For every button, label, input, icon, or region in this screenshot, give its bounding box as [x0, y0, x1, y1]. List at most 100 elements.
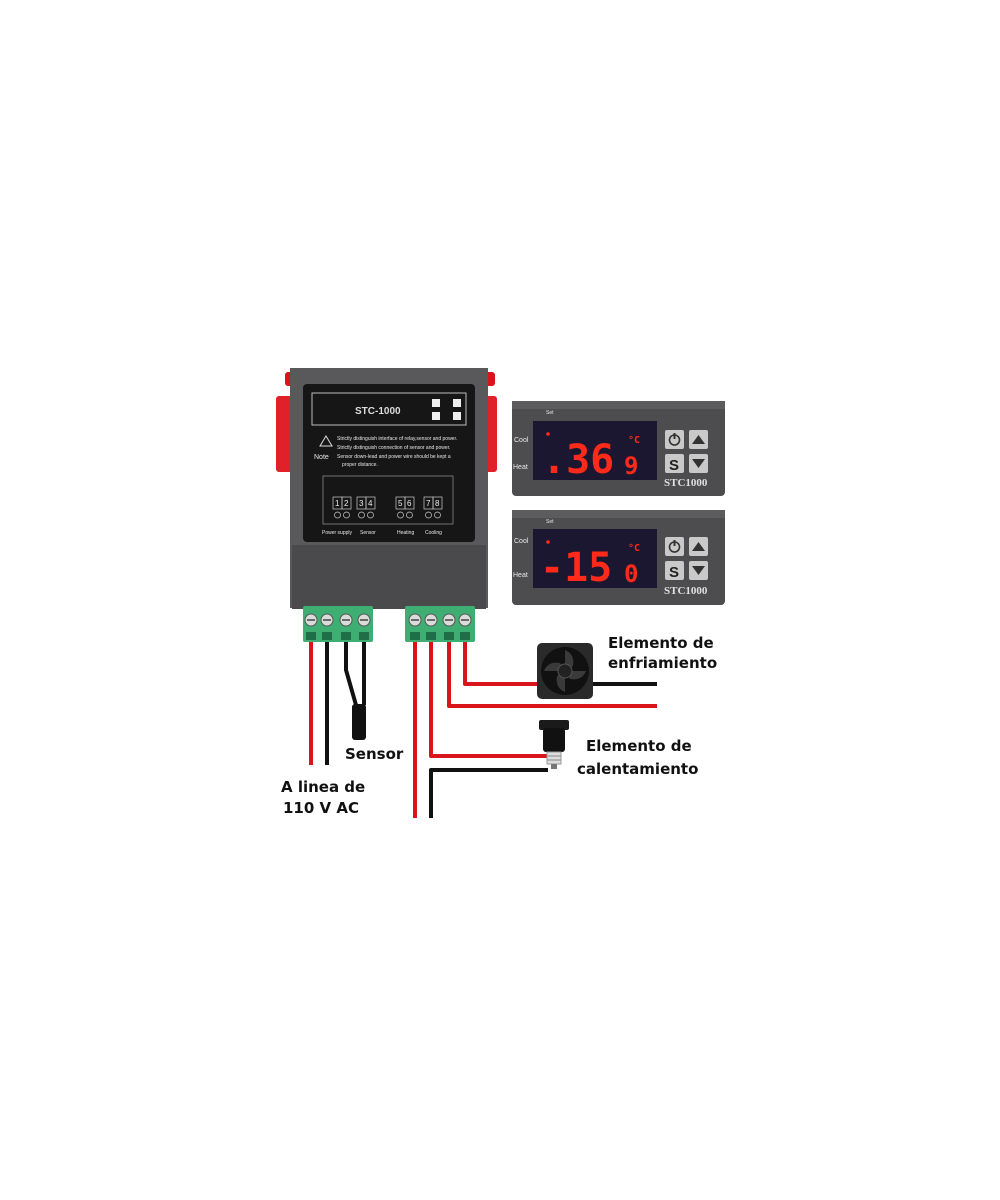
terminal-screw-icon: [334, 511, 341, 519]
wires: [309, 642, 657, 818]
arrow-up-icon: [692, 435, 705, 444]
wire-entry-hole: [322, 632, 332, 640]
voltage-checkbox-2: [432, 412, 440, 420]
terminal-diagram: [322, 475, 454, 525]
power-button[interactable]: [665, 537, 684, 556]
wire-heat-black: [429, 768, 548, 818]
terminal-cell: [404, 496, 415, 510]
wire-entry-hole: [444, 632, 454, 640]
terminal-screw-icon: [406, 511, 413, 519]
warning-icon: [319, 435, 333, 447]
temperature-integer: .36: [542, 437, 614, 483]
case-lower: [292, 545, 486, 609]
cooling-element-label-1: Elemento de: [608, 634, 714, 652]
lcd-screen: [533, 421, 657, 480]
cool-indicator: [546, 540, 550, 544]
set-label: Set: [546, 410, 554, 416]
wire-entry-hole: [306, 632, 316, 640]
terminal-number: 7: [426, 499, 431, 508]
terminal-blocks: [303, 606, 475, 642]
cool-indicator: [546, 432, 550, 436]
wire-heat-red: [429, 642, 548, 758]
display-model: STC1000: [664, 477, 708, 489]
sensor-probe: [352, 704, 366, 740]
terminal-screw-icon: [397, 511, 404, 519]
group-label-sensor: Sensor: [360, 530, 376, 536]
cool-label: Cool: [514, 538, 529, 545]
power-line-label-1: A linea de: [281, 778, 365, 796]
wire-sensor-1: [344, 642, 358, 706]
set-button[interactable]: [665, 454, 684, 473]
arrow-down-icon: [692, 566, 705, 575]
voltage-checkbox-1: [432, 399, 440, 407]
voltage-checkbox-3: [453, 399, 461, 407]
heating-element-label-2: calentamiento: [577, 760, 698, 778]
lcd-screen: [533, 529, 657, 588]
wire-fan-red: [463, 642, 538, 686]
label-plate: [303, 384, 475, 542]
group-label-power: Power supply: [322, 530, 353, 536]
terminal-block-power-sensor: [303, 606, 373, 642]
controller-rear-body: STC-1000 Note Strictly distinguish inter…: [276, 368, 497, 609]
note-line-1: Strictly distinguish interface of relay,…: [337, 436, 457, 442]
terminal-block-relays: [405, 606, 475, 642]
set-button-label: S: [669, 457, 679, 474]
set-button[interactable]: [665, 561, 684, 580]
terminal-cell: [365, 496, 376, 510]
terminal-number: 6: [407, 499, 412, 508]
heating-element-label-1: Elemento de: [586, 737, 692, 755]
terminal-number: 5: [398, 499, 403, 508]
model-box: [311, 392, 467, 426]
arrow-up-icon: [692, 542, 705, 551]
terminal-screws: [304, 613, 472, 640]
power-button[interactable]: [665, 430, 684, 449]
note-label: Note: [314, 454, 329, 461]
terminal-number: 1: [335, 499, 340, 508]
terminal-number: 2: [344, 499, 349, 508]
heat-label: Heat: [513, 464, 528, 471]
fan-icon: [537, 643, 593, 699]
terminal-screw-icon: [434, 511, 441, 519]
heat-label: Heat: [513, 572, 528, 579]
note-line-4: proper distance.: [342, 462, 378, 468]
note-line-3: Sensor down-lead and power wire should b…: [337, 454, 451, 460]
power-line-label-2: 110 V AC: [283, 799, 359, 817]
left-clip: [276, 396, 294, 472]
note-line-2: Strictly distinguish connection of senso…: [337, 445, 450, 451]
sensor-label: Sensor: [345, 745, 404, 763]
voltage-checkbox-4: [453, 412, 461, 420]
wire-cool-return: [447, 642, 657, 708]
terminal-number: 4: [368, 499, 373, 508]
temperature-integer: -15: [540, 545, 612, 591]
arrow-down-icon: [692, 459, 705, 468]
cooling-element-label-2: enfriamiento: [608, 654, 717, 672]
display-panel-cooling: Set Cool Heat -15 0 °C S STC1000: [512, 510, 725, 605]
group-label-cooling: Cooling: [425, 530, 442, 536]
wire-entry-hole: [426, 632, 436, 640]
temperature-unit: °C: [628, 435, 640, 446]
lamp-socket-icon: [539, 720, 569, 769]
cool-label: Cool: [514, 437, 529, 444]
terminal-screw-icon: [425, 511, 432, 519]
terminal-screw-icon: [358, 511, 365, 519]
wire-entry-hole: [460, 632, 470, 640]
group-label-heating: Heating: [397, 530, 414, 536]
set-button-label: S: [669, 564, 679, 581]
terminal-screw-icon: [343, 511, 350, 519]
set-label: Set: [546, 519, 554, 525]
terminal-cell: [432, 496, 443, 510]
terminal-number: 8: [435, 499, 440, 508]
wire-entry-hole: [341, 632, 351, 640]
terminal-cell: [341, 496, 352, 510]
terminal-screw-icon: [367, 511, 374, 519]
display-panel-heating: Set Cool Heat .36 9 °C S STC1000: [512, 401, 725, 496]
wire-entry-hole: [410, 632, 420, 640]
temperature-decimal: 0: [624, 560, 638, 588]
terminal-number: 3: [359, 499, 364, 508]
controller-model: STC-1000: [355, 406, 401, 417]
display-model: STC1000: [664, 585, 708, 597]
temperature-decimal: 9: [624, 452, 638, 480]
wire-entry-hole: [359, 632, 369, 640]
